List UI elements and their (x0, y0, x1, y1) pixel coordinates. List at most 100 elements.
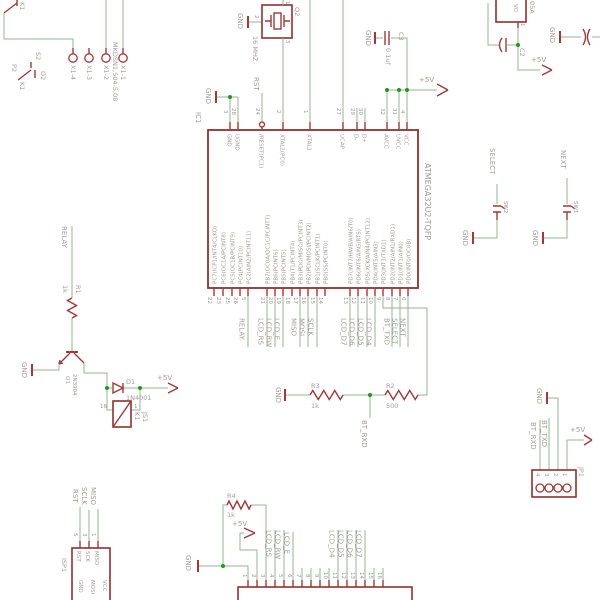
terminal-pad-x1-1[interactable] (118, 53, 128, 63)
pin-name: VCC (403, 134, 409, 146)
pin-number: 26 (232, 297, 238, 304)
net-rst: RST (71, 489, 79, 503)
pin-number: 12 (350, 297, 356, 304)
r4-value: 1k (227, 511, 235, 519)
right-edge-capacitor[interactable]: GND (548, 27, 600, 46)
diode-d1[interactable] (112, 381, 125, 395)
junction (397, 88, 401, 92)
net-lcd-d7: LCD_D7 (355, 530, 363, 558)
terminal-pad-x1-3[interactable] (84, 53, 94, 63)
resistor-r1[interactable] (66, 297, 78, 319)
jp1-ref: JP1 (577, 466, 585, 477)
pin-number: 2 (275, 110, 281, 114)
vcc-rail[interactable]: +5V (385, 76, 449, 122)
c3-wires (376, 37, 408, 122)
pushbutton-icon[interactable] (563, 205, 576, 220)
k1-ref: K1 (133, 412, 141, 420)
r1-value: 1k (61, 285, 69, 293)
relay-driver[interactable]: RELAY R1 1k Q1 2N3904 GND D1 1N4001 +5V … (20, 226, 179, 428)
capacitor-c2[interactable]: C2 +5V (487, 3, 553, 76)
r2-value: 500 (386, 402, 398, 410)
net-sclk: SCLK (80, 487, 88, 505)
net-lcd-d6: LCD_D6 (348, 318, 356, 346)
regulator-part: 05A (528, 1, 536, 14)
relay-contact-1[interactable]: K1 (3, 0, 26, 14)
lcd-connector[interactable]: GND R4 1k +5V LCD_RS LCD_RW LCD_E LCD_D4… (184, 492, 413, 600)
p5v-label: +5V (531, 56, 546, 64)
junction (516, 43, 520, 47)
d1-ref: D1 (126, 378, 135, 386)
net-lcd-d6: LCD_D6 (346, 530, 354, 558)
crystal-pin2-number: 2 (253, 15, 259, 19)
pin-name: XTAL2(PC0) (279, 134, 285, 166)
q1-ref: Q1 (64, 376, 70, 384)
jp1-pad-1[interactable] (562, 483, 572, 493)
net-miso: MISO (89, 487, 97, 506)
relay-contact-2[interactable]: P2 S2 O2 K1 (10, 52, 47, 90)
pin-name: PD4(INT5/AIN3) (374, 241, 380, 284)
pin-name: PD5(XCK/AIN4/PCINT12) (366, 218, 372, 284)
jp1-pin1: 1 (561, 473, 567, 477)
isp-name-sck: SCK (84, 551, 90, 562)
net-lcd-e: LCD_E (283, 532, 291, 554)
resistor-r3[interactable] (309, 389, 344, 401)
ic-ref: IC1 (194, 112, 202, 123)
net-miso: MISO (290, 318, 298, 337)
bt-rxd-divider[interactable]: GND R3 1k R2 500 BT_RXD (274, 382, 427, 448)
capacitor-c3[interactable]: GND C3 0.1uf (364, 30, 408, 122)
net-relay: RELAY (60, 226, 68, 249)
jp1-pad-2[interactable] (553, 483, 563, 493)
isp-pin5-number: 5 (72, 533, 78, 537)
pin-number: 28 (230, 108, 236, 115)
relay-coil-wires (106, 387, 168, 411)
terminal-pad-x1-4[interactable] (68, 53, 78, 63)
pin-name: PB4(T1/PCINT4) (291, 241, 297, 284)
terminal-label-x1-3: X1-3 (85, 65, 93, 80)
crystal-q2[interactable]: GND 1 2 3 Q2 16 MHZ (236, 0, 301, 122)
jp1-pad-3[interactable] (544, 483, 554, 493)
pin-number: 5 (277, 574, 283, 578)
ic1-atmega32u2[interactable]: IC1 ATMEGA32U2-TQFP GND RST 3 28 24 2 1 … (194, 0, 432, 304)
pin-number: 16 (300, 297, 306, 304)
isp-pin1-number: 1 (90, 533, 96, 537)
pin-number: 2 (250, 574, 256, 578)
terminal-label-x1-1: X1-1 (119, 65, 127, 80)
pin-number: 11 (359, 297, 365, 304)
p5v-arrow-icon (243, 527, 256, 539)
pin-number: 5 (240, 297, 246, 301)
r2-ref: R2 (386, 382, 395, 390)
net-bt-rxd: BT_RXD (360, 420, 368, 448)
button-select[interactable]: SELECT SW2 GND (461, 148, 508, 246)
pin-number: 15 (309, 297, 315, 304)
pin-name: D+ (361, 134, 367, 143)
pin-name: D- (353, 134, 359, 140)
voltage-regulator[interactable]: VO 05A 1 (495, 0, 536, 28)
pin-name: PB2(PDI/MOSI/PCINT2) (307, 222, 313, 284)
gnd-label: GND (548, 27, 556, 43)
pin-name: PD2(INT2/AIN1/RXD1) (391, 224, 397, 284)
rst-net-label: RST (252, 77, 260, 91)
net-relay: RELAY (238, 318, 246, 341)
terminal-pad-x1-2[interactable] (101, 53, 111, 63)
isp-name-miso: MISO (93, 551, 99, 566)
pin-number: 20 (267, 297, 273, 304)
net-lcd-d4: LCD_D4 (328, 530, 336, 558)
isp-header[interactable]: RST SCLK MISO 5 3 1 RST SCK MISO GND MOS… (60, 487, 111, 600)
gnd-label: GND (461, 230, 469, 246)
pin-number: 17 (292, 297, 298, 304)
pushbutton-icon[interactable] (493, 205, 506, 220)
jp1-header[interactable]: GND BT_RXD BT_TXD +5V 4 3 2 1 JP1 (529, 388, 593, 498)
pin-number: 23 (215, 297, 221, 304)
d1-part: 1N4001 (126, 394, 152, 402)
resistor-r2[interactable] (384, 389, 419, 401)
regulator-pin1-number: 1 (519, 23, 525, 27)
ic-bottom-nets[interactable]: RELAY LCD_RS LCD_RW LCD_E MISO MOSI SCLK… (238, 296, 428, 396)
pin-number: 29 (349, 108, 355, 115)
jp1-pad-4[interactable] (535, 483, 545, 493)
terminal-block-x1[interactable]: X1-4 X1-3 X1-2 X1-1 MKDSN1,504-5,08 (3, 0, 128, 101)
resistor-r4[interactable] (226, 499, 252, 511)
button-next[interactable]: NEXT SW1 GND (531, 150, 578, 246)
transistor-q1[interactable] (58, 352, 85, 365)
c3-value: 0.1uf (384, 48, 392, 65)
jp1-wires (539, 397, 584, 484)
